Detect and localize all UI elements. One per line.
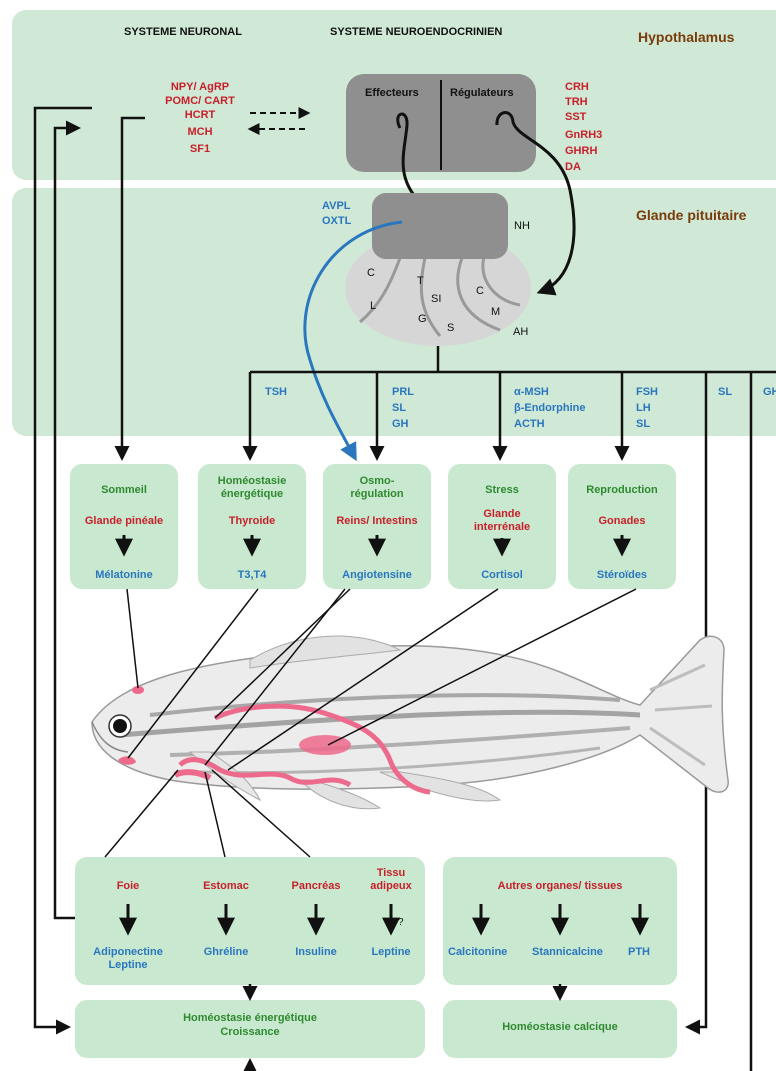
label-l: L bbox=[370, 300, 376, 312]
calcium-organs-title: Autres organes/ tissues bbox=[443, 880, 677, 893]
hormone-tsh: TSH bbox=[265, 386, 287, 399]
organ-stomach: Estomac bbox=[186, 880, 266, 893]
reproduction-organ: Gonades bbox=[568, 515, 676, 528]
hormone-gh: GH bbox=[392, 418, 409, 431]
stress-organ: Glande interrénale bbox=[463, 508, 541, 534]
label-m: M bbox=[491, 306, 500, 318]
outer-loop-left bbox=[35, 108, 92, 1027]
hormone-leptine: Leptine bbox=[361, 946, 421, 959]
energy-title: Homéostasie énergétique bbox=[208, 475, 296, 501]
energy-hormone: T3,T4 bbox=[198, 569, 306, 582]
outcome-growth: Croissance bbox=[75, 1026, 425, 1039]
hormone-acth: ACTH bbox=[514, 418, 545, 431]
hormone-calcitonine: Calcitonine bbox=[448, 946, 507, 959]
hormone-fsh: FSH bbox=[636, 386, 658, 399]
question-mark: ? bbox=[398, 916, 404, 929]
regulator-factor: GHRH bbox=[565, 145, 597, 158]
hormone-endorphine: β-Endorphine bbox=[514, 402, 585, 415]
neuronal-factor: NPY/ AgRP bbox=[155, 81, 245, 94]
neuroendocrine-system-heading: SYSTEME NEUROENDOCRINIEN bbox=[330, 26, 502, 39]
osmo-hormone: Angiotensine bbox=[323, 569, 431, 582]
stress-hormone: Cortisol bbox=[448, 569, 556, 582]
organ-pancreas: Pancréas bbox=[276, 880, 356, 893]
hormone-sl-2: SL bbox=[636, 418, 650, 431]
label-c2: C bbox=[476, 285, 484, 297]
label-g: G bbox=[418, 313, 427, 325]
neuronal-factor: POMC/ CART bbox=[155, 95, 245, 108]
outcome-energy: Homéostasie énergétique bbox=[75, 1012, 425, 1025]
hormone-insuline: Insuline bbox=[276, 946, 356, 959]
hormone-prl: PRL bbox=[392, 386, 414, 399]
hormone-lh: LH bbox=[636, 402, 651, 415]
posterior-pituitary bbox=[372, 193, 508, 259]
label-si: SI bbox=[431, 293, 441, 305]
regulator-factor: DA bbox=[565, 161, 581, 174]
regulator-factor: CRH bbox=[565, 81, 589, 94]
sleep-title: Sommeil bbox=[70, 484, 178, 497]
organ-adipose: Tissu adipeux bbox=[366, 867, 416, 893]
hormone-adiponectine: Adiponectine Leptine bbox=[83, 946, 173, 972]
hormone-msh: α-MSH bbox=[514, 386, 549, 399]
regulator-factor: TRH bbox=[565, 96, 588, 109]
osmo-organ: Reins/ Intestins bbox=[323, 515, 431, 528]
hormone-ghreline: Ghréline bbox=[186, 946, 266, 959]
outcome-calcium: Homéostasie calcique bbox=[443, 1021, 677, 1034]
label-s: S bbox=[447, 322, 454, 334]
neuronal-factor: HCRT bbox=[155, 109, 245, 122]
label-nh: NH bbox=[514, 220, 530, 232]
posterior-hormone: OXTL bbox=[322, 215, 351, 228]
organ-liver: Foie bbox=[88, 880, 168, 893]
effectors-label: Effecteurs bbox=[365, 87, 419, 100]
regulators-label: Régulateurs bbox=[450, 87, 514, 100]
neuronal-to-sleep bbox=[122, 118, 145, 458]
hormone-stannicalcine: Stannicalcine bbox=[532, 946, 603, 959]
hormone-sl-3: SL bbox=[718, 386, 732, 399]
regulator-factor: GnRH3 bbox=[565, 129, 602, 142]
hormone-gh-cut: GH bbox=[763, 386, 776, 399]
osmo-title: Osmo- régulation bbox=[338, 475, 416, 501]
sleep-organ: Glande pinéale bbox=[70, 515, 178, 528]
pituitary-label: Glande pituitaire bbox=[636, 209, 746, 222]
label-c1: C bbox=[367, 267, 375, 279]
label-ah: AH bbox=[513, 326, 528, 338]
posterior-hormone: AVPL bbox=[322, 200, 351, 213]
neuronal-factor: MCH bbox=[155, 126, 245, 139]
hypothalamus-label: Hypothalamus bbox=[638, 31, 734, 44]
reproduction-title: Reproduction bbox=[568, 484, 676, 497]
zebrafish-illustration bbox=[92, 636, 728, 809]
stress-title: Stress bbox=[448, 484, 556, 497]
reproduction-hormone: Stéroïdes bbox=[568, 569, 676, 582]
regulator-factor: SST bbox=[565, 111, 586, 124]
energy-organ: Thyroide bbox=[198, 515, 306, 528]
sleep-hormone: Mélatonine bbox=[70, 569, 178, 582]
neuronal-system-heading: SYSTEME NEURONAL bbox=[124, 26, 242, 39]
hormone-sl: SL bbox=[392, 402, 406, 415]
hormone-pth: PTH bbox=[628, 946, 650, 959]
neuronal-factor: SF1 bbox=[155, 143, 245, 156]
label-t: T bbox=[417, 275, 424, 287]
